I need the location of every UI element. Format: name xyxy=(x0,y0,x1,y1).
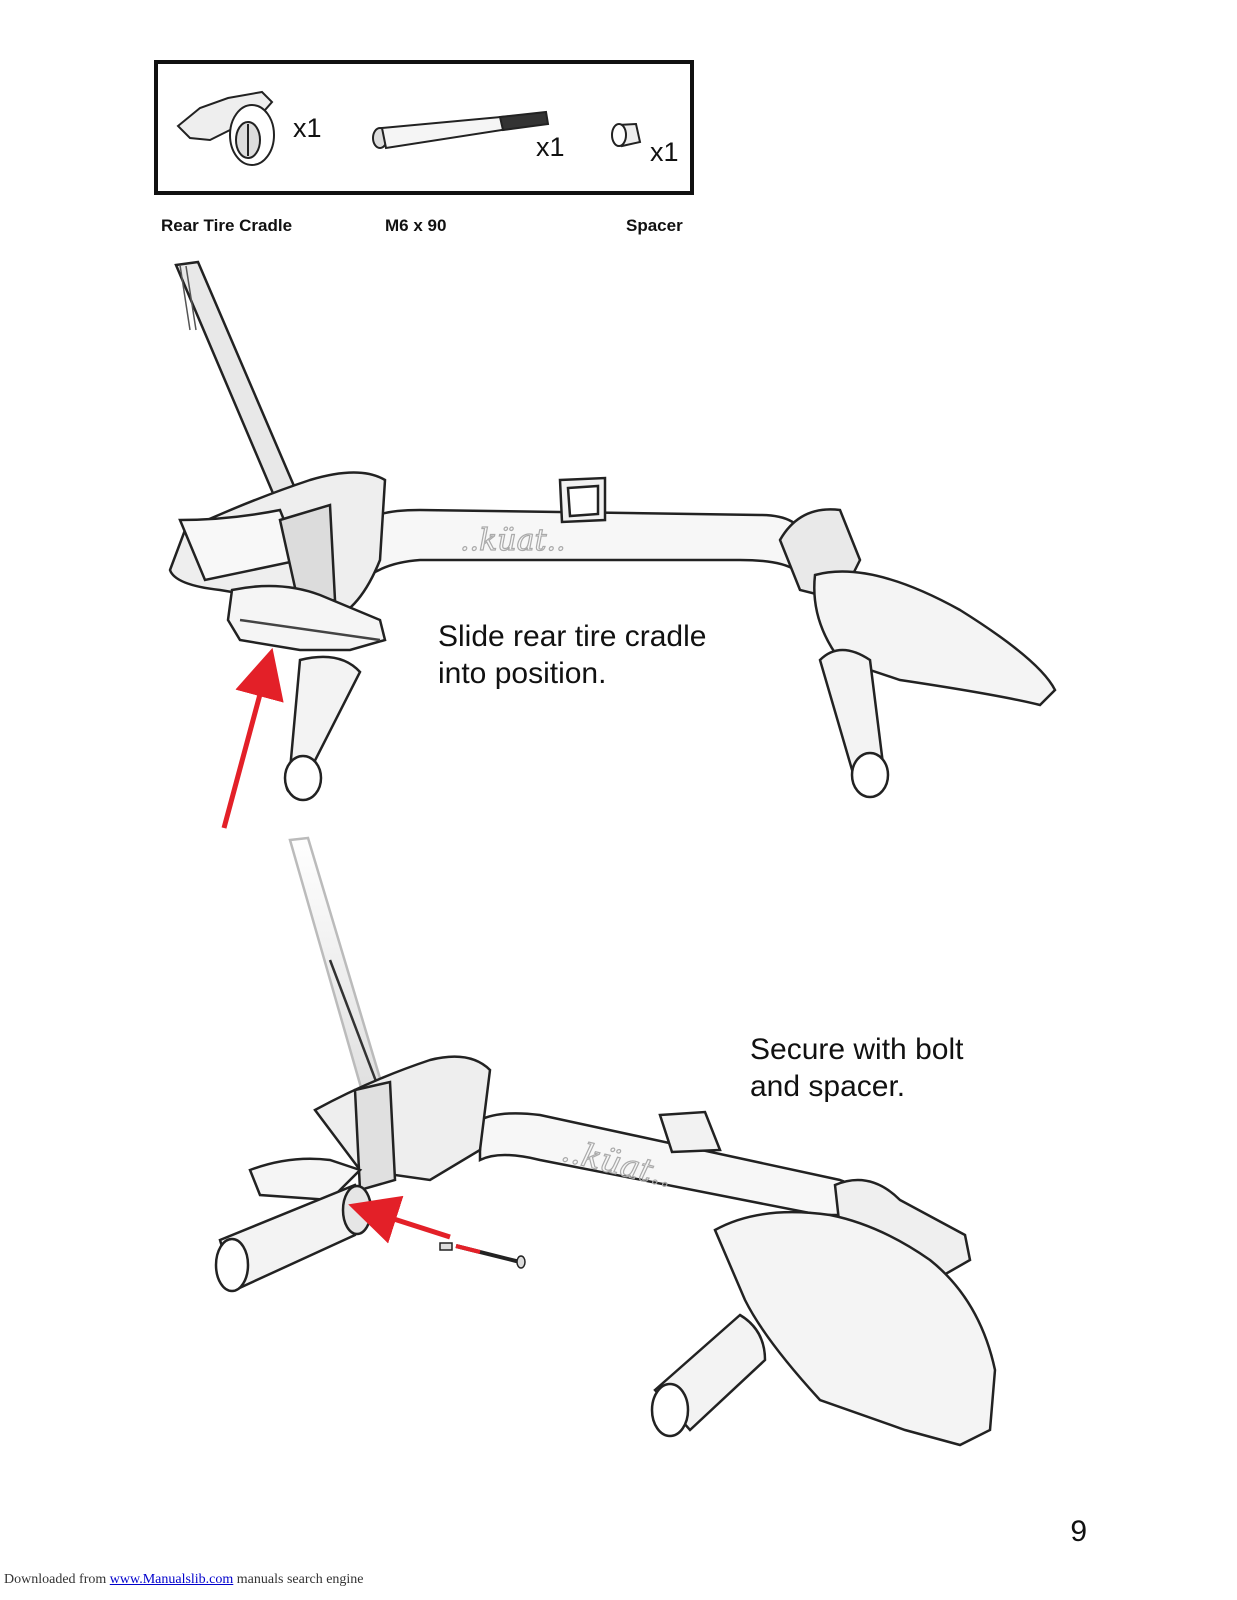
part-label-spacer: Spacer xyxy=(626,216,683,235)
part-label-bolt: M6 x 90 xyxy=(385,216,447,235)
rear-tire-cradle-icon xyxy=(176,90,275,166)
parts-box xyxy=(154,60,694,195)
top-rack-illustration: ..küat.. xyxy=(168,260,1057,802)
top-logo-text: ..küat.. xyxy=(460,523,566,558)
bolt-icon xyxy=(372,110,550,150)
manualslib-link[interactable]: www.Manualslib.com xyxy=(109,1572,234,1587)
red-arrow-slide xyxy=(221,647,284,829)
footer-prefix: Downloaded from xyxy=(4,1572,110,1587)
part-label-rear-tire-cradle: Rear Tire Cradle xyxy=(161,216,293,235)
step-2-instruction: Secure with bolt and spacer. xyxy=(750,1033,964,1103)
bottom-rack-illustration: ..küat.. xyxy=(214,836,997,1447)
bolt-quantity: x1 xyxy=(536,132,565,162)
cradle-quantity: x1 xyxy=(293,113,322,143)
step-1-instruction: Slide rear tire cradle into position. xyxy=(438,620,707,690)
spacer-icon xyxy=(611,122,642,148)
footer-suffix: manuals search engine xyxy=(233,1572,364,1587)
spacer-quantity: x1 xyxy=(650,137,679,167)
page-number: 9 xyxy=(1070,1515,1087,1548)
red-arrow-bolt xyxy=(348,1195,451,1244)
footer: Downloaded from www.Manualslib.com manua… xyxy=(4,1572,364,1588)
